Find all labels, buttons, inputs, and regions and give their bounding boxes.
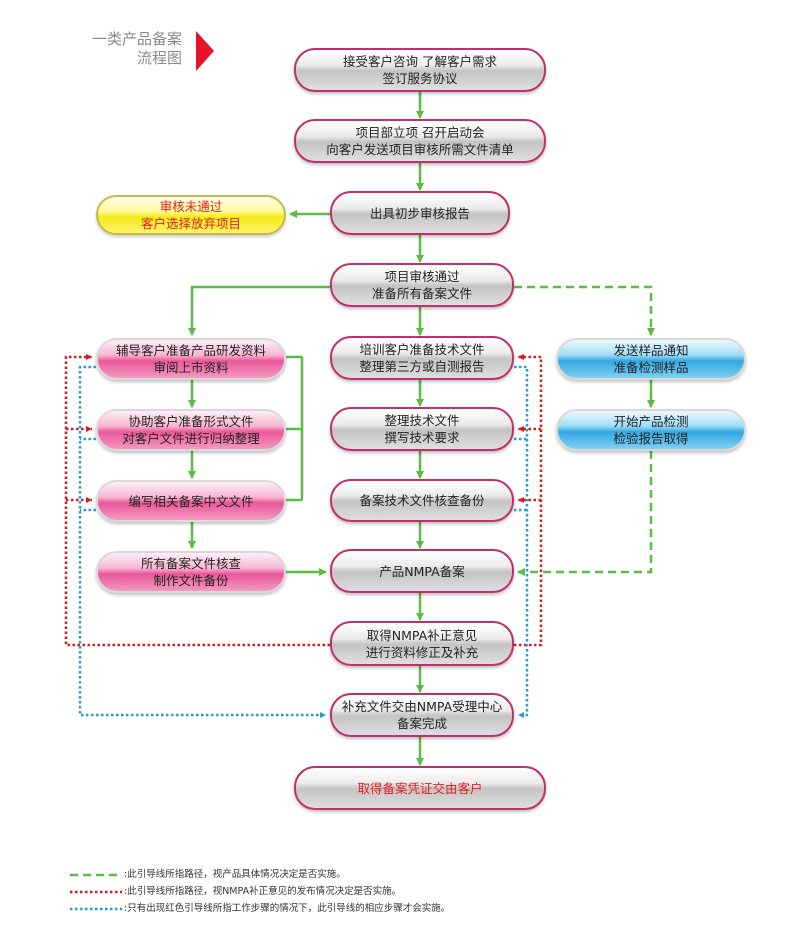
node-formal-docs: 协助客户准备形式文件 对客户文件进行归纳整理 [96, 409, 286, 451]
node-certificate: 取得备案凭证交由客户 [294, 766, 546, 810]
node-resubmit: 补充文件交由NMPA受理中心 备案完成 [330, 693, 514, 737]
node-initial-report-line1: 出具初步审核报告 [369, 205, 470, 221]
chart-title-line1: 一类产品备案 [91, 30, 182, 48]
node-tech-check-line1: 备案技术文件核查备份 [359, 493, 485, 508]
node-resubmit-line2: 备案完成 [396, 716, 447, 731]
node-rejected-line2: 客户选择放弃项目 [140, 216, 241, 231]
node-project-start-line2: 向客户发送项目审核所需文件清单 [326, 142, 514, 157]
red-dotted-correction [64, 354, 543, 647]
node-all-docs-check: 所有备案文件核查 制作文件备份 [96, 551, 286, 593]
legend-green: :此引导线所指路径，视产品具体情况决定是否实施。 [124, 869, 346, 880]
node-chinese-docs: 编写相关备案中文文件 [96, 480, 286, 522]
node-rd-docs-line2: 审阅上市资料 [153, 360, 229, 375]
node-chinese-docs-line1: 编写相关备案中文文件 [128, 493, 254, 509]
node-nmpa-correction: 取得NMPA补正意见 进行资料修正及补充 [330, 621, 514, 666]
node-formal-docs-line2: 对客户文件进行归纳整理 [122, 431, 260, 446]
node-resubmit-line1: 补充文件交由NMPA受理中心 [341, 699, 503, 714]
green-dashed-optional [514, 285, 655, 576]
node-approved-line1: 项目审核通过 [384, 269, 460, 284]
node-nmpa-filing: 产品NMPA备案 [330, 549, 514, 593]
node-initial-report: 出具初步审核报告 [330, 191, 510, 235]
node-formal-docs-line1: 协助客户准备形式文件 [128, 414, 254, 429]
node-train-tech-line1: 培训客户准备技术文件 [359, 342, 485, 357]
node-approved: 项目审核通过 准备所有备案文件 [330, 263, 514, 307]
node-testing-line2: 检验报告取得 [613, 431, 689, 446]
legend-samples [70, 873, 122, 911]
node-sample-notice-line1: 发送样品通知 [613, 343, 689, 358]
node-rd-docs-line1: 辅导客户准备产品研发资料 [115, 343, 266, 358]
node-approved-line2: 准备所有备案文件 [371, 286, 472, 301]
node-nmpa-correction-line1: 取得NMPA补正意见 [366, 627, 478, 643]
green-main-flow [188, 92, 655, 766]
node-project-start: 项目部立项 召开启动会 向客户发送项目审核所需文件清单 [294, 119, 546, 163]
node-rejected: 审核未通过 客户选择放弃项目 [96, 195, 286, 235]
legend-blue: :只有出现红色引导线所指工作步骤的情况下，此引导线的相应步骤才会实施。 [124, 903, 451, 914]
node-sample-notice: 发送样品通知 准备检测样品 [556, 338, 746, 380]
node-project-start-line1: 项目部立项 召开启动会 [355, 125, 485, 140]
node-nmpa-correction-line2: 进行资料修正及补充 [365, 644, 479, 660]
title-arrow-icon [196, 31, 214, 71]
node-testing: 开始产品检测 检验报告取得 [556, 409, 746, 451]
node-train-tech: 培训客户准备技术文件 整理第三方或自测报告 [330, 336, 514, 380]
node-rejected-line1: 审核未通过 [159, 199, 223, 214]
node-tech-docs: 整理技术文件 撰写技术要求 [330, 407, 514, 451]
node-certificate-line1: 取得备案凭证交由客户 [357, 780, 483, 796]
node-all-docs-check-line1: 所有备案文件核查 [140, 556, 241, 571]
node-consult-line1: 接受客户咨询 了解客户需求 [343, 54, 497, 69]
node-consult-line2: 签订服务协议 [382, 71, 458, 86]
node-tech-docs-line1: 整理技术文件 [384, 413, 460, 428]
node-tech-docs-line2: 撰写技术要求 [384, 430, 460, 445]
node-sample-notice-line2: 准备检测样品 [613, 360, 689, 375]
node-all-docs-check-line2: 制作文件备份 [153, 573, 229, 588]
node-consult: 接受客户咨询 了解客户需求 签订服务协议 [294, 48, 546, 92]
node-nmpa-filing-line1: 产品NMPA备案 [379, 563, 465, 579]
legend-red: :此引导线所指路径，视NMPA补正意见的发布情况决定是否实施。 [124, 886, 402, 897]
node-testing-line1: 开始产品检测 [613, 414, 689, 429]
node-train-tech-line2: 整理第三方或自测报告 [359, 359, 485, 374]
chart-title-line2: 流程图 [136, 49, 182, 67]
node-tech-check: 备案技术文件核查备份 [330, 479, 514, 522]
node-rd-docs: 辅导客户准备产品研发资料 审阅上市资料 [96, 338, 286, 380]
blue-dotted-resubmit [78, 365, 529, 718]
